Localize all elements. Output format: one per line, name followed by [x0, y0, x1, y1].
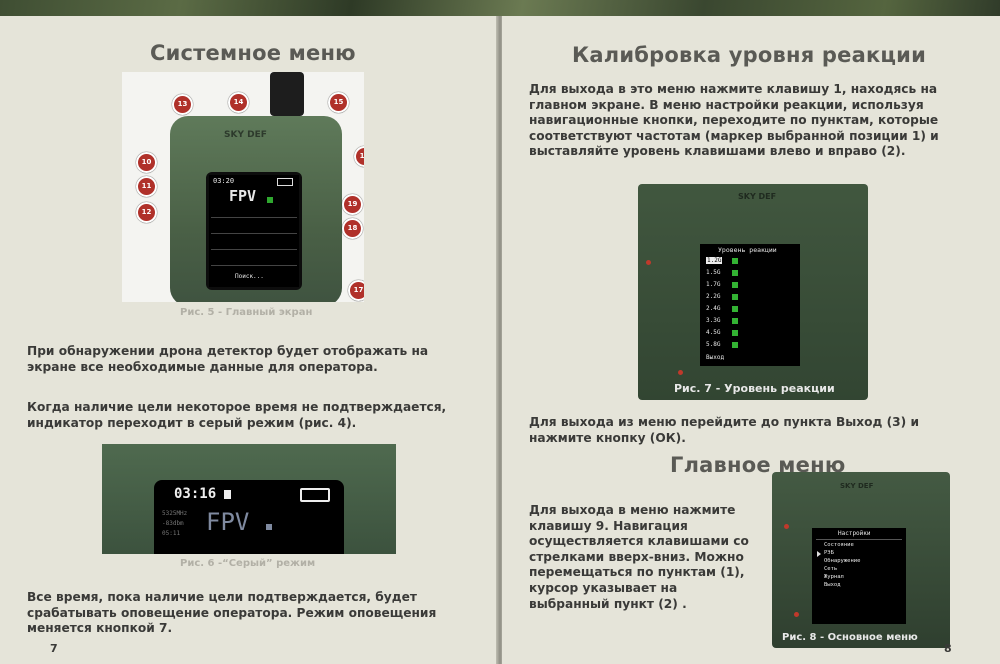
antenna: [270, 72, 304, 116]
level-bar: [732, 306, 738, 312]
level-bar: [732, 342, 738, 348]
marker-dot: [784, 524, 789, 529]
level-bar: [732, 318, 738, 324]
screen-timer: 05:11: [162, 530, 181, 537]
level-bar: [732, 258, 738, 264]
brand-logo: SKY DEF: [738, 192, 777, 201]
level-freq: 5.8G: [706, 341, 721, 348]
screen-time: 03:16: [174, 486, 217, 502]
menu-item: Выход: [824, 582, 841, 588]
figure-main-menu: SKY DEF Настройки Состояние РЭБ Обнаруже…: [772, 472, 950, 648]
page-left: Системное меню SKY DEF 03:20 FPV Поиск..…: [0, 16, 498, 664]
screen-divider: [211, 265, 297, 266]
figure-grey-mode: 03:16 5325MHz -83dbm 05:11 FPV: [102, 444, 396, 554]
level-freq: 1.5G: [706, 269, 721, 276]
level-freq: 2.2G: [706, 293, 721, 300]
lcd: Настройки Состояние РЭБ Обнаружение Сеть…: [812, 528, 906, 624]
paragraph: Для выхода из меню перейдите до пункта В…: [529, 415, 919, 445]
speaker-icon: [224, 490, 231, 499]
level-list: 1.2G 1.5G 1.7G 2.2G 2.4G 3.3G 4.5G 5.8G: [700, 256, 800, 356]
figure-caption: Рис. 8 - Основное меню: [782, 632, 918, 643]
figure-caption: Рис. 6 -“Серый” режим: [180, 558, 316, 569]
screen-rssi: -83dbm: [162, 520, 184, 527]
callout-12: 12: [136, 202, 157, 223]
menu-item: Сеть: [824, 566, 838, 572]
brand-logo: SKY DEF: [224, 130, 267, 140]
level-freq: 1.7G: [706, 281, 721, 288]
menu-title-underline: [816, 539, 902, 540]
lcd: Уровень реакции 1.2G 1.5G 1.7G 2.2G 2.4G 3.3G…: [700, 244, 800, 366]
figure-reaction-level: SKY DEF Уровень реакции 1.2G 1.5G 1.7G 2.2G…: [638, 184, 868, 400]
screen-time: 03:20: [213, 177, 235, 185]
level-row: 2.2G: [700, 292, 800, 303]
menu-item: РЭБ: [824, 550, 834, 556]
device-screen: 03:20 FPV Поиск...: [206, 172, 302, 290]
callout-17: 17: [348, 280, 364, 301]
level-freq: 2.4G: [706, 305, 721, 312]
screen-divider: [211, 233, 297, 234]
level-freq: 4.5G: [706, 329, 721, 336]
screen-divider: [211, 217, 297, 218]
callout-13: 13: [172, 94, 193, 115]
callout-19: 19: [342, 194, 363, 215]
battery-icon: [300, 488, 330, 502]
cursor-icon: [817, 551, 821, 557]
level-row: 4.5G: [700, 328, 800, 339]
level-row: 1.5G: [700, 268, 800, 279]
level-bar: [732, 282, 738, 288]
screen-freq: 5325MHz: [162, 510, 188, 517]
exit-item: Выход: [706, 354, 725, 361]
paragraph: Когда наличие цели некоторое время не по…: [27, 400, 447, 430]
book-gutter: [496, 16, 504, 664]
menu-item: Состояние: [824, 542, 854, 548]
battery-icon: [277, 178, 293, 186]
menu-item: Обнаружение: [824, 558, 861, 564]
lcd: 03:16 5325MHz -83dbm 05:11 FPV: [154, 480, 344, 554]
screen-divider: [211, 249, 297, 250]
callout-15: 15: [328, 92, 349, 113]
screen-mode: FPV: [206, 508, 250, 536]
level-freq: 1.2G: [706, 257, 723, 264]
level-row: 1.2G: [700, 256, 800, 267]
paragraph: Все время, пока наличие цели подтверждае…: [27, 590, 437, 636]
marker-dot: [794, 612, 799, 617]
brand-logo: SKY DEF: [840, 482, 874, 490]
page-title: Системное меню: [150, 41, 356, 65]
figure-caption: Рис. 7 - Уровень реакции: [674, 382, 835, 395]
paragraph: Для выхода в меню нажмите клавишу 9. Нав…: [529, 503, 749, 611]
callout-14: 14: [228, 92, 249, 113]
level-freq: 3.3G: [706, 317, 721, 324]
screen-mode: FPV: [229, 187, 257, 205]
menu-item: Журнал: [824, 574, 844, 580]
menu-title: Настройки: [838, 530, 871, 537]
callout-10: 10: [136, 152, 157, 173]
callout-11: 11: [136, 176, 157, 197]
paragraph: Для выхода в это меню нажмите клавишу 1,…: [529, 82, 939, 159]
paragraph: При обнаружении дрона детектор будет ото…: [27, 344, 429, 374]
level-row: 5.8G: [700, 340, 800, 351]
page-number: 7: [50, 642, 58, 655]
figure-main-screen: SKY DEF 03:20 FPV Поиск... 13 14 15 16 1…: [122, 72, 364, 302]
callout-18: 18: [342, 218, 363, 239]
screen-footer: Поиск...: [235, 273, 264, 280]
level-row: 3.3G: [700, 316, 800, 327]
marker-dot: [678, 370, 683, 375]
level-bar: [732, 294, 738, 300]
page-right: Калибровка уровня реакции Для выхода в э…: [502, 16, 1000, 664]
level-row: 1.7G: [700, 280, 800, 291]
page-title: Калибровка уровня реакции: [572, 43, 927, 67]
lcd: 03:20 FPV Поиск...: [209, 175, 299, 287]
marker-dot: [646, 260, 651, 265]
level-bar: [732, 330, 738, 336]
menu-title: Уровень реакции: [718, 246, 777, 254]
figure-caption: Рис. 5 - Главный экран: [180, 307, 313, 318]
signal-icon: [266, 524, 272, 530]
signal-icon: [267, 197, 273, 203]
page-number: 8: [944, 642, 952, 655]
level-row: 2.4G: [700, 304, 800, 315]
level-bar: [732, 270, 738, 276]
